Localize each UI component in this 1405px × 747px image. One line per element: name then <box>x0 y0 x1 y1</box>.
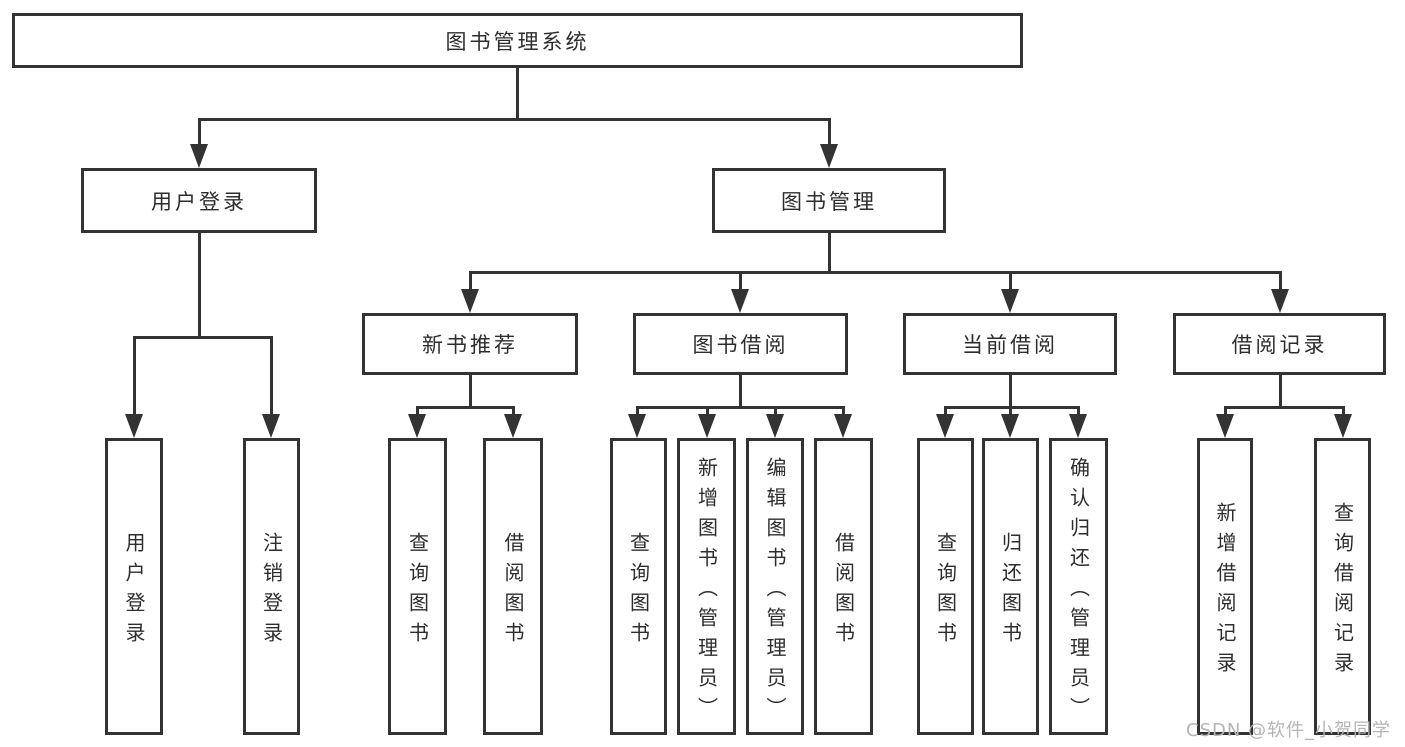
leaf-confirm-return-admin: 确认归还（管理员） <box>1049 438 1108 735</box>
leaf-label: 归还图书 <box>998 531 1023 652</box>
connector-root-stub <box>516 68 519 120</box>
leaf-edit-books-admin: 编辑图书（管理员） <box>746 438 804 735</box>
connector-current-stem <box>1009 406 1012 416</box>
arrow-down-icon <box>125 414 143 438</box>
connector-level3-stem <box>469 271 472 291</box>
connector-borrowing-stem <box>774 406 777 416</box>
leaf-borrow-books: 借阅图书 <box>814 438 873 735</box>
connector-current-stem <box>944 406 947 416</box>
connector-recommend-stub <box>469 375 472 409</box>
connector-records-bar <box>1224 406 1345 409</box>
connector-level3-stem <box>1009 271 1012 291</box>
arrow-down-icon <box>834 414 852 438</box>
connector-current-bar <box>944 406 1080 409</box>
leaf-label: 用户登录 <box>122 531 146 652</box>
arrow-down-icon <box>731 289 749 313</box>
connector-current-stem <box>1077 406 1080 416</box>
leaf-query-books-borrowing: 查询图书 <box>610 438 667 735</box>
leaf-borrow-books-recommend: 借阅图书 <box>483 438 543 735</box>
arrow-down-icon <box>1001 414 1019 438</box>
connector-level2-bar <box>198 118 831 121</box>
leaf-user-login: 用户登录 <box>105 438 163 735</box>
connector-borrowing-bar <box>636 406 845 409</box>
leaf-query-borrow-record: 查询借阅记录 <box>1314 438 1371 735</box>
leaf-label: 确认归还（管理员） <box>1066 456 1091 727</box>
connector-userlogin-stem-left <box>133 336 136 416</box>
node-book-management: 图书管理 <box>712 168 946 233</box>
connector-level3-stem <box>739 271 742 291</box>
arrow-down-icon <box>461 289 479 313</box>
leaf-label: 新增借阅记录 <box>1213 501 1237 682</box>
connector-userlogin-stub <box>198 233 201 339</box>
connector-recommend-stem <box>512 406 515 416</box>
leaf-label: 借阅图书 <box>501 531 525 652</box>
node-current-borrowing: 当前借阅 <box>903 313 1117 375</box>
arrow-down-icon <box>820 144 838 168</box>
node-user-login: 用户登录 <box>81 168 317 233</box>
leaf-logout: 注销登录 <box>243 438 300 735</box>
arrow-down-icon <box>408 414 426 438</box>
arrow-down-icon <box>262 414 280 438</box>
leaf-return-books: 归还图书 <box>982 438 1039 735</box>
leaf-label: 借阅图书 <box>831 531 856 652</box>
connector-borrowing-stem <box>842 406 845 416</box>
leaf-label: 注销登录 <box>259 531 284 652</box>
arrow-down-icon <box>698 414 716 438</box>
node-borrowing-records: 借阅记录 <box>1173 313 1386 375</box>
connector-userlogin-stem-right <box>270 336 273 416</box>
connector-bookmgmt-stub <box>828 233 831 274</box>
arrow-down-icon <box>1271 289 1289 313</box>
connector-level3-stem <box>1279 271 1282 291</box>
arrow-down-icon <box>1334 414 1352 438</box>
leaf-add-books-admin: 新增图书（管理员） <box>677 438 736 735</box>
arrow-down-icon <box>190 144 208 168</box>
connector-level2-stem-left <box>198 118 201 148</box>
connector-borrowing-stem <box>636 406 639 416</box>
connector-recommend-stem <box>416 406 419 416</box>
arrow-down-icon <box>936 414 954 438</box>
connector-level3-bar <box>469 271 1282 274</box>
connector-current-stub <box>1009 375 1012 409</box>
leaf-label: 新增图书（管理员） <box>694 456 719 727</box>
arrow-down-icon <box>1216 414 1234 438</box>
arrow-down-icon <box>628 414 646 438</box>
leaf-label: 查询图书 <box>933 531 958 652</box>
arrow-down-icon <box>504 414 522 438</box>
node-library-system: 图书管理系统 <box>12 13 1023 68</box>
leaf-add-borrow-record: 新增借阅记录 <box>1197 438 1253 735</box>
connector-records-stub <box>1279 375 1282 409</box>
leaf-label: 编辑图书（管理员） <box>763 456 787 727</box>
leaf-query-books-current: 查询图书 <box>917 438 974 735</box>
leaf-label: 查询借阅记录 <box>1330 501 1355 682</box>
connector-level2-stem-right <box>828 118 831 148</box>
connector-borrowing-stem <box>706 406 709 416</box>
connector-borrowing-stub <box>739 375 742 409</box>
connector-userlogin-bar <box>133 336 273 339</box>
connector-records-stem <box>1342 406 1345 416</box>
leaf-label: 查询图书 <box>626 531 651 652</box>
watermark: CSDN @软件_小贺同学 <box>1186 720 1392 741</box>
leaf-query-books-recommend: 查询图书 <box>388 438 447 735</box>
connector-records-stem <box>1224 406 1227 416</box>
node-new-book-recommendation: 新书推荐 <box>362 313 578 375</box>
arrow-down-icon <box>1001 289 1019 313</box>
node-book-borrowing: 图书借阅 <box>633 313 848 375</box>
leaf-label: 查询图书 <box>405 531 430 652</box>
arrow-down-icon <box>766 414 784 438</box>
connector-recommend-bar <box>416 406 515 409</box>
arrow-down-icon <box>1069 414 1087 438</box>
